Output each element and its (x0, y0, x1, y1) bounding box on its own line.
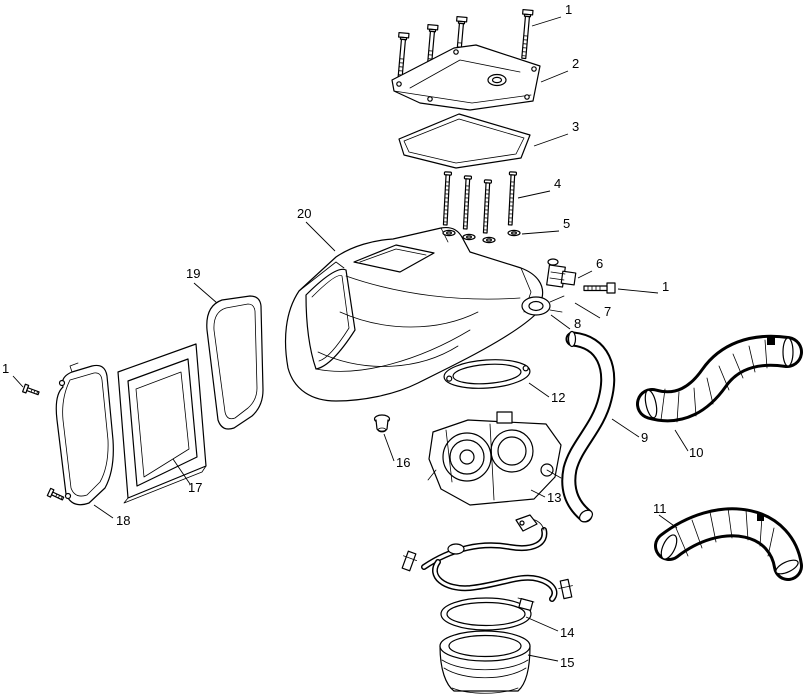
mounting-studs (441, 171, 518, 234)
hose-clamp (440, 597, 535, 631)
airbox-side-cover (55, 362, 114, 506)
callout-19: 19 (186, 266, 200, 281)
leader-lines (12, 16, 689, 662)
callout-labels: 1 2 3 4 5 6 1 7 8 20 19 1 12 9 10 16 17 … (2, 2, 703, 670)
drain-plug (373, 414, 391, 433)
vent-fitting (546, 258, 577, 288)
callout-9: 9 (641, 430, 648, 445)
callout-4: 4 (554, 176, 561, 191)
callout-6: 6 (596, 256, 603, 271)
callout-10: 10 (689, 445, 703, 460)
check-valve-right (558, 578, 573, 600)
callout-14: 14 (560, 625, 574, 640)
throttle-body (427, 411, 562, 506)
breather-hose-assembly (401, 514, 573, 602)
intake-duct-lower (654, 507, 803, 581)
cover-screw-top (22, 383, 41, 398)
inlet-gasket (206, 295, 264, 430)
callout-18: 18 (116, 513, 130, 528)
airbox-body (284, 226, 544, 402)
callout-8: 8 (574, 316, 581, 331)
intake-duct-upper (636, 334, 803, 423)
callout-7: 7 (604, 304, 611, 319)
outlet-flange (521, 295, 565, 316)
callout-1-right: 1 (662, 279, 669, 294)
callout-20: 20 (297, 206, 311, 221)
callout-17: 17 (188, 480, 202, 495)
adapter-ring (443, 359, 531, 389)
callout-3: 3 (572, 119, 579, 134)
callout-12: 12 (551, 390, 565, 405)
check-valve-left (401, 550, 418, 572)
airbox-lid (391, 44, 541, 111)
intake-boot (439, 630, 531, 694)
air-filter (117, 343, 207, 504)
callout-16: 16 (396, 455, 410, 470)
callout-5: 5 (563, 216, 570, 231)
lid-gasket (398, 113, 531, 169)
callout-11: 11 (653, 501, 667, 516)
callout-1-top: 1 (565, 2, 572, 17)
side-bolt (583, 282, 616, 294)
callout-13: 13 (547, 490, 561, 505)
vent-hose (561, 330, 616, 523)
callout-15: 15 (560, 655, 574, 670)
cover-screw-bottom (46, 487, 66, 503)
callout-1-left: 1 (2, 361, 9, 376)
callout-2: 2 (572, 56, 579, 71)
